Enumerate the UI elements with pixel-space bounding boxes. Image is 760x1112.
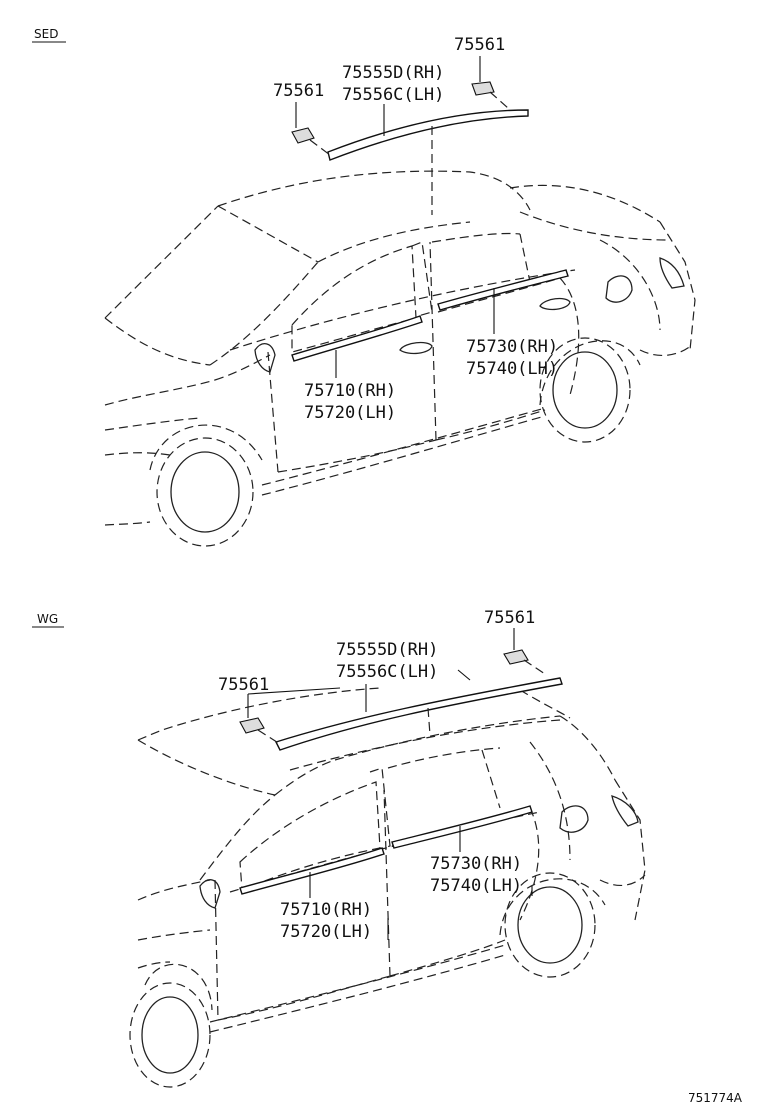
sedan-front-door-molding [291, 315, 423, 362]
sedan-front-rh-label: 75710(RH) [304, 381, 396, 401]
wagon-clip-right-label: 75561 [484, 608, 535, 628]
sedan-clip-left-icon [291, 127, 315, 144]
wagon-rear-door-molding [391, 805, 533, 849]
wagon-section: WG [32, 608, 646, 1088]
sedan-rear-rh-label: 75730(RH) [466, 337, 558, 357]
wagon-front-door-molding [239, 847, 385, 895]
sedan-front-lh-label: 75720(LH) [304, 403, 396, 423]
wagon-car-body [129, 687, 646, 1088]
sedan-rear-lh-label: 75740(LH) [466, 359, 558, 379]
sedan-clip-right-label: 75561 [454, 35, 505, 55]
wagon-roof-lh-label: 75556C(LH) [336, 662, 438, 682]
sedan-clip-right-icon [471, 81, 495, 96]
sedan-roof-molding [327, 109, 529, 161]
sedan-car-body [104, 170, 696, 547]
sedan-rear-door-molding [437, 269, 569, 311]
wagon-rear-lh-label: 75740(LH) [430, 876, 522, 896]
sedan-roof-rh-label: 75555D(RH) [342, 63, 444, 83]
sedan-section: SED [32, 27, 696, 547]
wagon-clip-right-icon [503, 649, 529, 665]
sedan-tag: SED [34, 27, 58, 41]
wagon-front-lh-label: 75720(LH) [280, 922, 372, 942]
wagon-front-rh-label: 75710(RH) [280, 900, 372, 920]
wagon-clip-left-label: 75561 [218, 675, 269, 695]
wagon-rear-rh-label: 75730(RH) [430, 854, 522, 874]
figure-code: 751774A [688, 1091, 743, 1105]
sedan-roof-lh-label: 75556C(LH) [342, 85, 444, 105]
wagon-tag: WG [37, 612, 58, 626]
wagon-clip-left-icon [239, 717, 265, 734]
sedan-clip-left-label: 75561 [273, 81, 324, 101]
wagon-roof-rh-label: 75555D(RH) [336, 640, 438, 660]
wagon-roof-molding [275, 677, 563, 751]
